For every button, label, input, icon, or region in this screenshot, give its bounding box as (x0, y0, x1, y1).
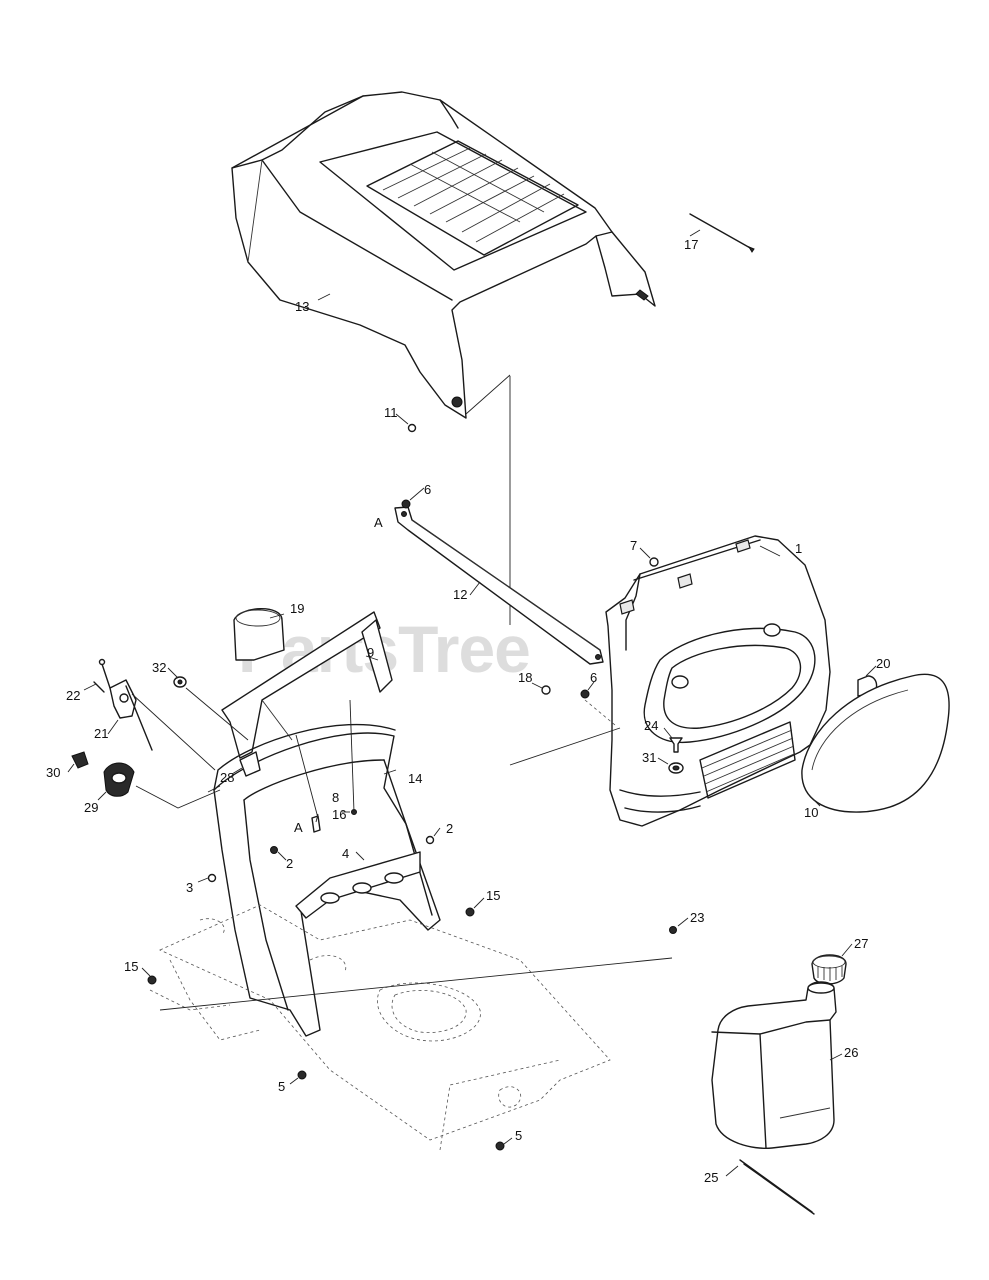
reference-line (131, 693, 216, 771)
part-24-pin[interactable] (669, 737, 683, 753)
part-2-bolt[interactable] (425, 835, 435, 845)
part-15-nut-left[interactable] (147, 975, 157, 985)
callout-1[interactable]: 1 (795, 541, 802, 556)
reference-line (135, 785, 221, 809)
part-9-dash-panel[interactable] (221, 611, 393, 759)
part-12-support-bar[interactable] (394, 506, 604, 665)
callout-5[interactable]: 5 (278, 1079, 285, 1094)
part-7-nut[interactable] (649, 557, 659, 567)
reference-line (159, 957, 673, 1011)
part-32-washer[interactable] (173, 676, 187, 688)
part-19-cap[interactable] (233, 608, 285, 661)
part-13-hood[interactable] (231, 91, 656, 419)
callout-19[interactable]: 19 (290, 601, 304, 616)
part-30-key[interactable] (71, 751, 89, 769)
callout-leaders (67, 229, 877, 1177)
callout-15[interactable]: 15 (486, 888, 500, 903)
part-25-strap[interactable] (739, 1159, 815, 1215)
callout-6[interactable]: 6 (424, 482, 431, 497)
callout-16[interactable]: 16 (332, 807, 346, 822)
callout-21[interactable]: 21 (94, 726, 108, 741)
callout-2-left[interactable]: 2 (286, 856, 293, 871)
chassis-frame (149, 904, 611, 1151)
part-27-fuel-cap[interactable] (811, 954, 847, 985)
callout-26[interactable]: 26 (844, 1045, 858, 1060)
part-18-bolt[interactable] (541, 685, 551, 695)
reference-line (295, 734, 319, 819)
callout-24[interactable]: 24 (644, 718, 658, 733)
callout-4[interactable]: 4 (342, 846, 349, 861)
callout-2[interactable]: 2 (446, 821, 453, 836)
callout-6-lower[interactable]: 6 (590, 670, 597, 685)
part-15-nut[interactable] (465, 907, 475, 917)
callout-17[interactable]: 17 (684, 237, 698, 252)
callout-ref-a-2: A (294, 820, 303, 835)
part-5-nut[interactable] (297, 1070, 307, 1080)
callout-14[interactable]: 14 (408, 771, 422, 786)
callout-11[interactable]: 11 (384, 405, 398, 420)
callout-13[interactable]: 13 (295, 299, 309, 314)
part-14-front-support[interactable] (213, 723, 441, 1037)
part-17-rod[interactable] (689, 213, 755, 253)
part-2-bolt-left[interactable] (270, 846, 278, 854)
callout-27[interactable]: 27 (854, 936, 868, 951)
callout-7[interactable]: 7 (630, 538, 637, 553)
callout-15-left[interactable]: 15 (124, 959, 138, 974)
reference-line (349, 699, 355, 813)
callout-ref-a: A (374, 515, 383, 530)
callout-12[interactable]: 12 (453, 587, 467, 602)
callout-30[interactable]: 30 (46, 765, 60, 780)
callout-31[interactable]: 31 (642, 750, 656, 765)
part-26-fuel-tank[interactable] (711, 981, 837, 1149)
callout-5-lower[interactable]: 5 (515, 1128, 522, 1143)
callout-23[interactable]: 23 (690, 910, 704, 925)
callout-9[interactable]: 9 (367, 645, 374, 660)
callout-8[interactable]: 8 (332, 790, 339, 805)
reference-line (584, 699, 616, 726)
part-10-lens[interactable] (801, 673, 950, 813)
part-11-screw[interactable] (407, 423, 417, 433)
callout-29[interactable]: 29 (84, 800, 98, 815)
callout-25[interactable]: 25 (704, 1170, 718, 1185)
callout-3[interactable]: 3 (186, 880, 193, 895)
part-1-nose-cowl[interactable] (605, 535, 831, 827)
part-6-nut-lower[interactable] (580, 689, 590, 699)
callout-22[interactable]: 22 (66, 688, 80, 703)
part-31-grommet[interactable] (668, 762, 684, 774)
callout-10[interactable]: 10 (804, 805, 818, 820)
callout-28[interactable]: 28 (220, 770, 234, 785)
part-23-nut[interactable] (669, 926, 677, 934)
callout-18[interactable]: 18 (518, 670, 532, 685)
part-21-lever[interactable] (109, 679, 153, 751)
part-16-clip[interactable] (311, 815, 321, 833)
reference-line (509, 727, 621, 766)
part-5-nut-lower[interactable] (495, 1141, 505, 1151)
part-3-bolt[interactable] (207, 873, 217, 883)
part-29-ignition-switch[interactable] (103, 762, 135, 797)
part-28-bracket[interactable] (239, 751, 261, 777)
callout-32[interactable]: 32 (152, 660, 166, 675)
reference-line (185, 687, 249, 741)
part-6-nut[interactable] (401, 499, 411, 509)
part-22-screw[interactable] (93, 658, 111, 693)
hood-grille (366, 140, 579, 256)
callout-labels: 13 17 11 6 A 12 7 1 19 9 20 18 6 24 31 1… (46, 237, 890, 1185)
callout-20[interactable]: 20 (876, 656, 890, 671)
reference-line (465, 374, 511, 415)
